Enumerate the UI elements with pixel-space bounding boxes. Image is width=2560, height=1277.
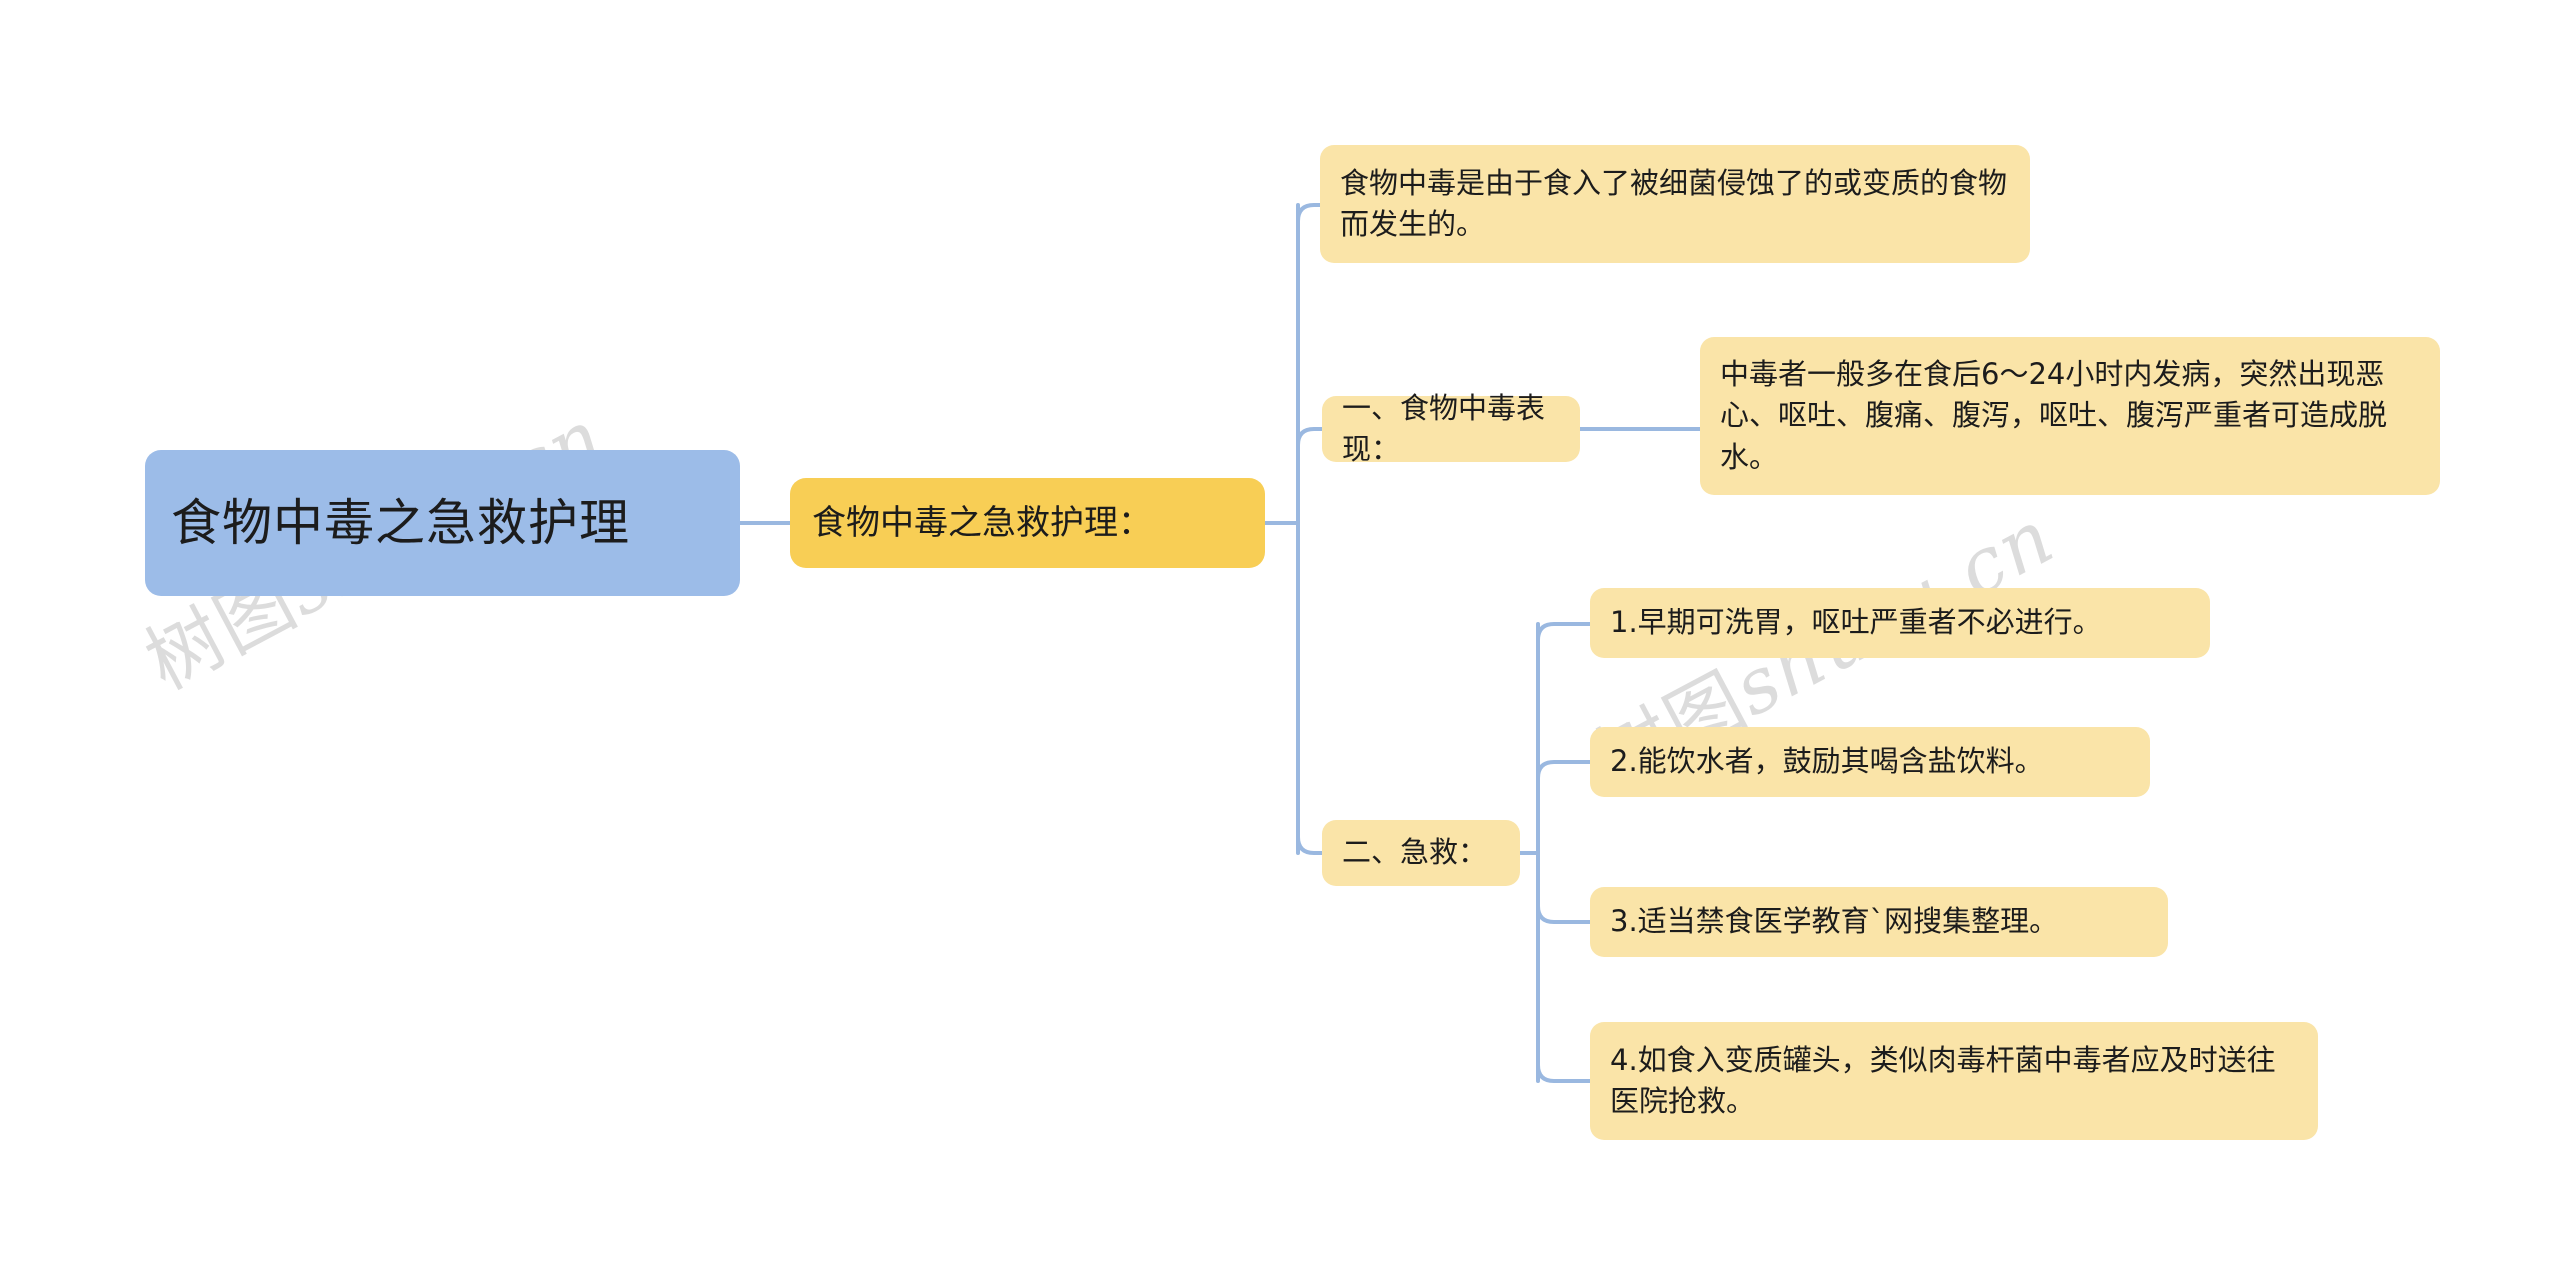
mindmap-branch-node-firstaid[interactable]: 二、急救： xyxy=(1322,820,1520,886)
mindmap-leaf-label: 2.能饮水者，鼓励其喝含盐饮料。 xyxy=(1610,744,2044,779)
connector-spine-to-item-2 xyxy=(1536,760,1592,780)
mindmap-branch-label: 二、急救： xyxy=(1342,835,1488,870)
mindmap-leaf-label: 4.如食入变质罐头，类似肉毒杆菌中毒者应及时送往医院抢救。 xyxy=(1610,1042,2276,1118)
mindmap-leaf-label: 3.适当禁食医学教育`网搜集整理。 xyxy=(1610,904,2059,939)
mindmap-leaf-node-firstaid-3[interactable]: 3.适当禁食医学教育`网搜集整理。 xyxy=(1590,887,2168,957)
connector-spine-to-branch-3 xyxy=(1296,835,1324,855)
mindmap-leaf-node-firstaid-2[interactable]: 2.能饮水者，鼓励其喝含盐饮料。 xyxy=(1590,727,2150,797)
mindmap-root-node[interactable]: 食物中毒之急救护理 xyxy=(145,450,740,596)
connector-spine-to-item-3 xyxy=(1536,904,1592,924)
connector-spine-to-item-1 xyxy=(1536,622,1592,642)
mindmap-branch-label: 一、食物中毒表现： xyxy=(1342,390,1546,466)
connector-spine-to-branch-2 xyxy=(1296,427,1324,447)
mindmap-leaf-node-firstaid-4[interactable]: 4.如食入变质罐头，类似肉毒杆菌中毒者应及时送往医院抢救。 xyxy=(1590,1022,2318,1140)
mindmap-branch-node-intro[interactable]: 食物中毒是由于食入了被细菌侵蚀了的或变质的食物而发生的。 xyxy=(1320,145,2030,263)
mindmap-branch-label: 食物中毒是由于食入了被细菌侵蚀了的或变质的食物而发生的。 xyxy=(1340,165,2008,241)
mindmap-leaf-node-symptom-detail[interactable]: 中毒者一般多在食后6～24小时内发病，突然出现恶心、呕吐、腹痛、腹泻，呕吐、腹泻… xyxy=(1700,337,2440,495)
mindmap-branch-node-symptoms[interactable]: 一、食物中毒表现： xyxy=(1322,391,1580,466)
connector-spine-to-item-4 xyxy=(1536,1063,1592,1083)
connector-spine-to-branch-1 xyxy=(1296,203,1322,223)
mindmap-leaf-label: 1.早期可洗胃，呕吐严重者不必进行。 xyxy=(1610,605,2102,640)
mindmap-level1-label: 食物中毒之急救护理： xyxy=(812,502,1152,543)
mindmap-leaf-node-firstaid-1[interactable]: 1.早期可洗胃，呕吐严重者不必进行。 xyxy=(1590,588,2210,658)
mindmap-level1-node[interactable]: 食物中毒之急救护理： xyxy=(790,478,1265,568)
mindmap-root-label: 食物中毒之急救护理 xyxy=(171,493,630,552)
mindmap-leaf-label: 中毒者一般多在食后6～24小时内发病，突然出现恶心、呕吐、腹痛、腹泻，呕吐、腹泻… xyxy=(1720,357,2388,474)
